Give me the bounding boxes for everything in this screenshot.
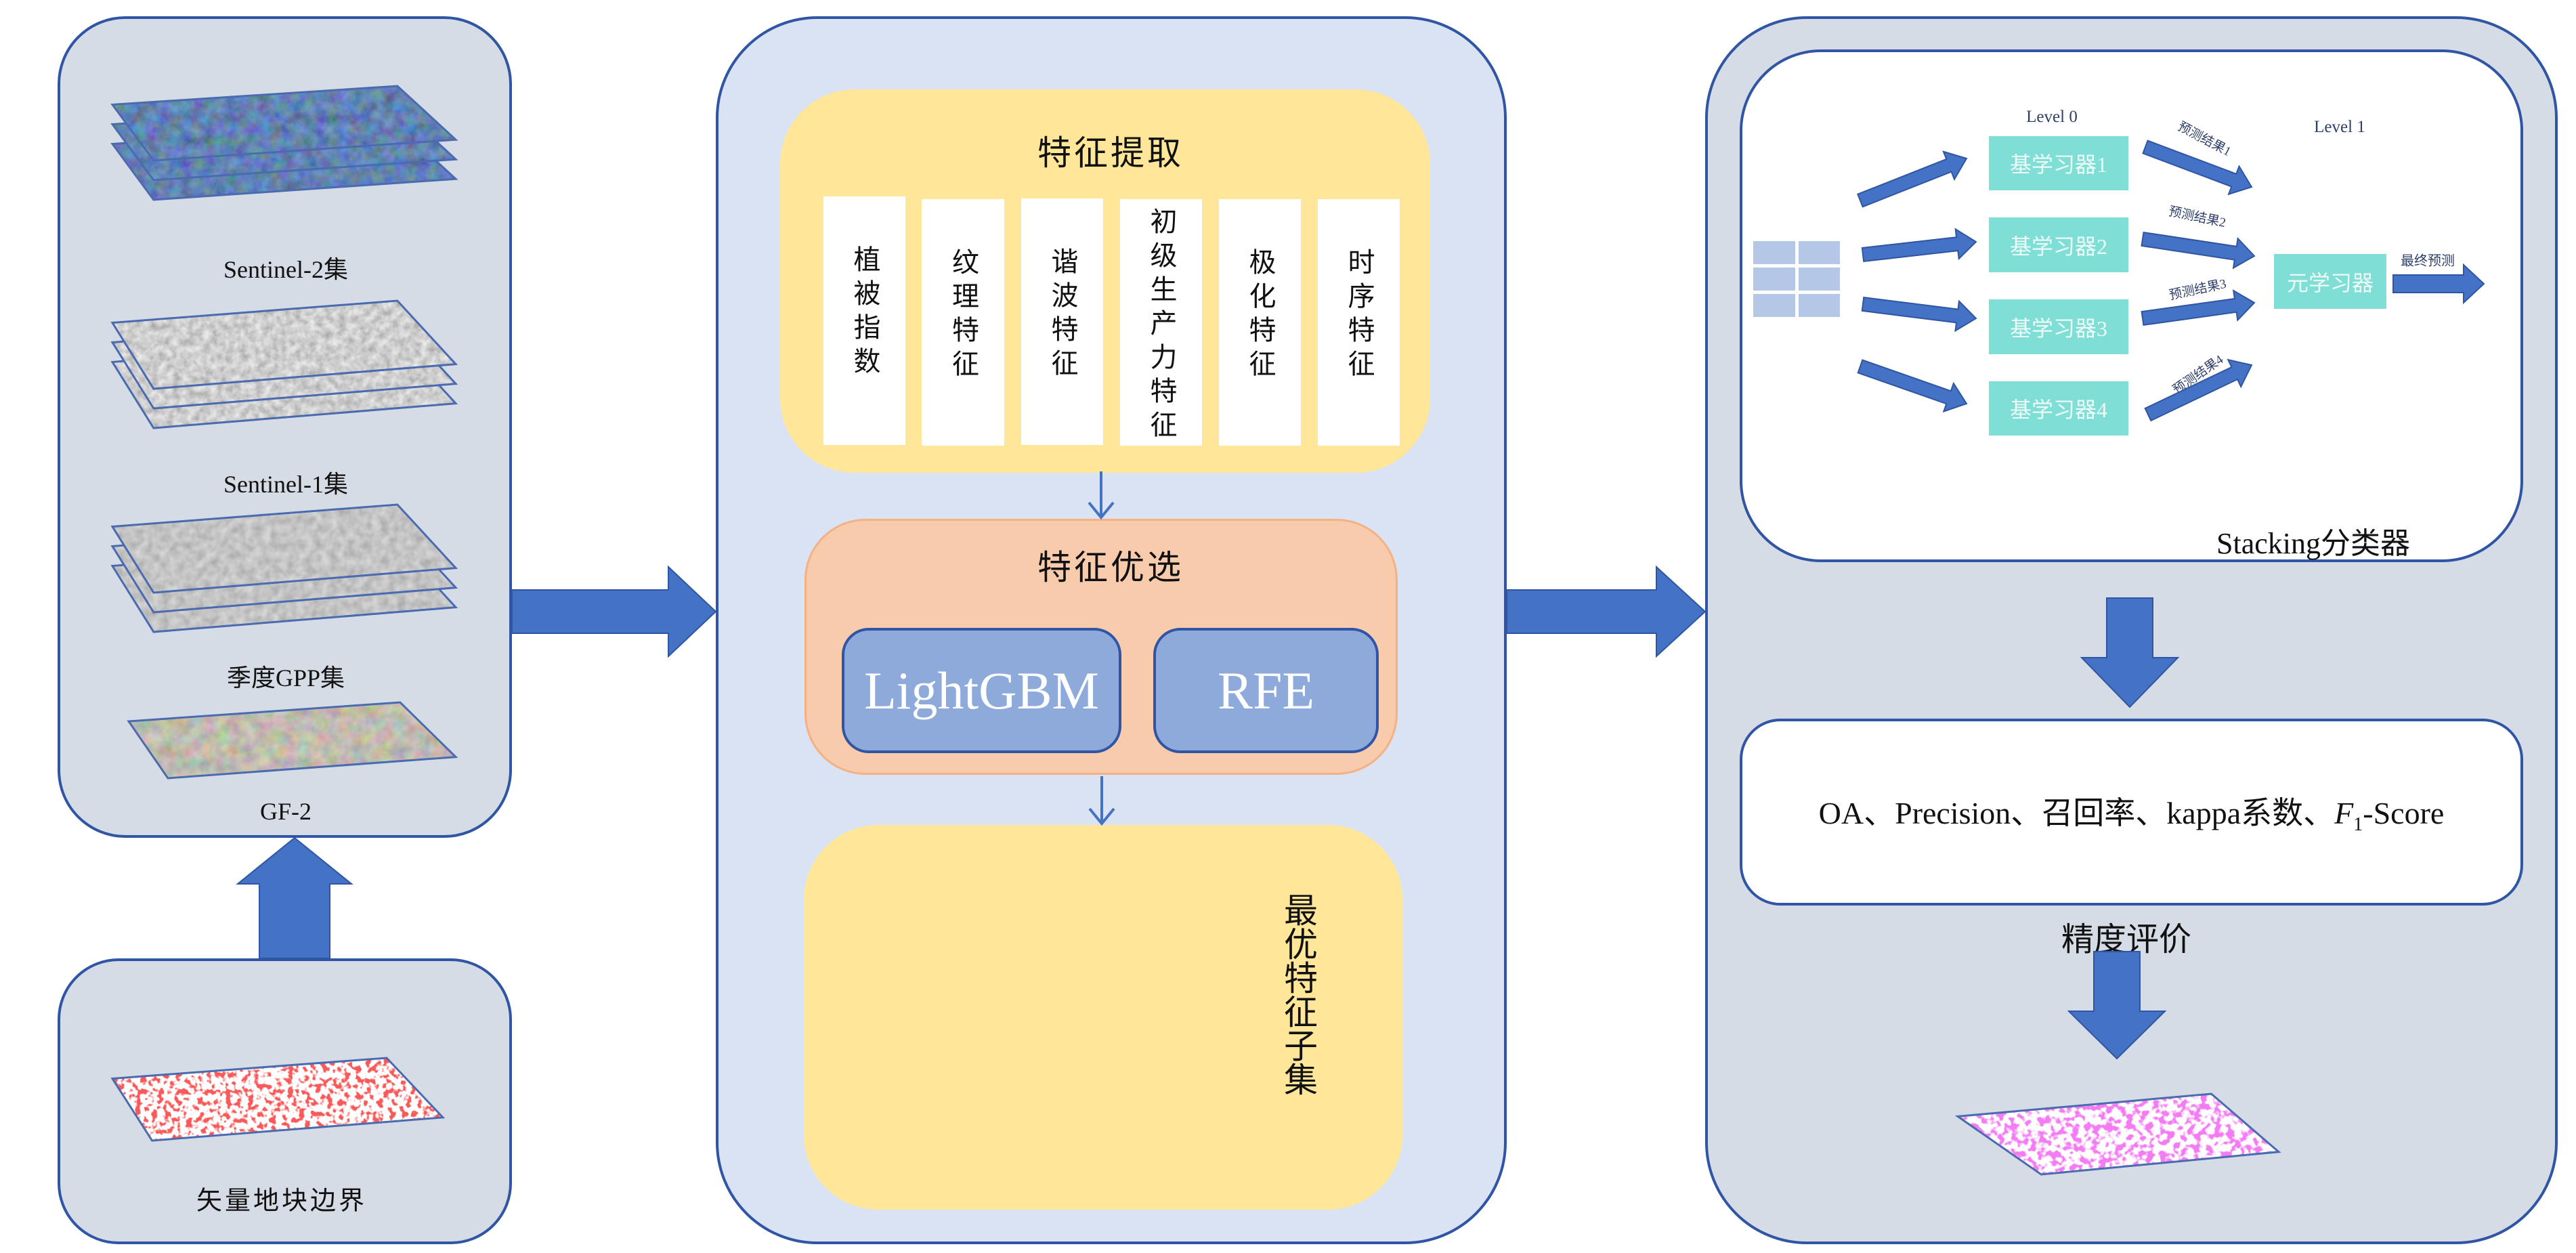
right-arrow-icon [1506,565,1706,658]
optimal-subset-text: 最优特征子集 [1279,893,1317,1096]
feature-card: 纹理特征 [922,199,1004,446]
boundary-label: 矢量地块边界 [196,1187,368,1216]
feature-card-label: 初级生产力特征 [1146,207,1177,444]
prediction-arrow-icon [2141,289,2256,326]
base-learner-2: 基学习器2 [1989,217,2128,272]
feature-card-label: 时序特征 [1344,248,1375,383]
sentinel2-stack-image-outline [110,85,458,162]
feature-selection-title: 特征优选 [1037,549,1184,587]
prediction-arrow-icon [2141,231,2256,270]
metrics-score: -Score [2363,795,2445,830]
right-arrow-icon [511,565,717,658]
metrics-list: OA、Precision、召回率、kappa系数、 [1818,795,2335,830]
table-cell [1753,241,1795,264]
table-cell [1753,294,1795,317]
table-cell [1798,241,1840,264]
prediction-arrow-icon [2142,140,2253,196]
base-learner-3: 基学习器3 [1989,299,2128,354]
feature-table-icon [1753,241,1840,317]
gf2-label: GF-2 [259,798,312,825]
feature-card-label: 植被指数 [849,245,880,381]
level1-label: Level 1 [2314,118,2365,136]
table-cell [1798,294,1840,317]
metrics-box: OA、Precision、召回率、kappa系数、F1-Score [1740,719,2523,906]
feature-card: 极化特征 [1219,199,1301,446]
sentinel2-label: Sentinel-2集 [223,256,348,283]
metrics-f: F [2334,795,2354,830]
input-arrow-icon [1861,296,1977,333]
gpp-stack-image-outline [110,503,458,594]
down-arrow-icon [2067,951,2167,1060]
gf2-image-outline [127,701,458,780]
final-arrow-icon [2392,263,2485,305]
sentinel1-label: Sentinel-1集 [223,471,348,498]
feature-card: 植被指数 [823,196,905,445]
sentinel1-stack-image-outline [110,299,458,390]
arrowhead-icon [1088,501,1115,520]
input-arrow-icon [1857,150,1968,208]
metrics-text: OA、Precision、召回率、kappa系数、F1-Score [1819,788,2445,836]
classification-result-map-outline [1954,1092,2281,1176]
optimal-subset-box [804,825,1402,1210]
parcel-boundary-map-outline [110,1057,446,1142]
gpp-label: 季度GPP集 [226,664,345,692]
base-learner-4: 基学习器4 [1989,381,2128,436]
input-arrow-icon [1857,359,1968,413]
final-prediction-label: 最终预测 [2401,253,2455,269]
prediction-arrow-icon [2144,358,2253,422]
optimal-subset-label: 最优特征子集 [1279,893,1317,1099]
base-learner-1: 基学习器1 [1989,136,2128,190]
rfe-box: RFE [1153,628,1379,753]
arrowhead-icon [1088,807,1115,826]
up-arrow-icon [236,836,353,959]
feature-card: 谐波特征 [1021,198,1103,445]
feature-extraction-title: 特征提取 [1037,134,1184,172]
down-arrow-icon [2080,597,2180,708]
feature-card: 初级生产力特征 [1120,199,1202,446]
lightgbm-box: LightGBM [842,628,1121,753]
metrics-f-subscript: 1 [2353,814,2363,836]
feature-card-label: 谐波特征 [1047,247,1078,383]
stacking-title: Stacking分类器 [2216,527,2410,560]
feature-card-label: 极化特征 [1245,248,1276,383]
input-arrow-icon [1861,228,1977,263]
feature-card: 时序特征 [1318,199,1400,446]
table-cell [1753,268,1795,291]
level0-label: Level 0 [2026,108,2078,126]
meta-learner: 元学习器 [2274,254,2386,309]
feature-card-label: 纹理特征 [948,248,979,383]
table-cell [1798,268,1840,291]
